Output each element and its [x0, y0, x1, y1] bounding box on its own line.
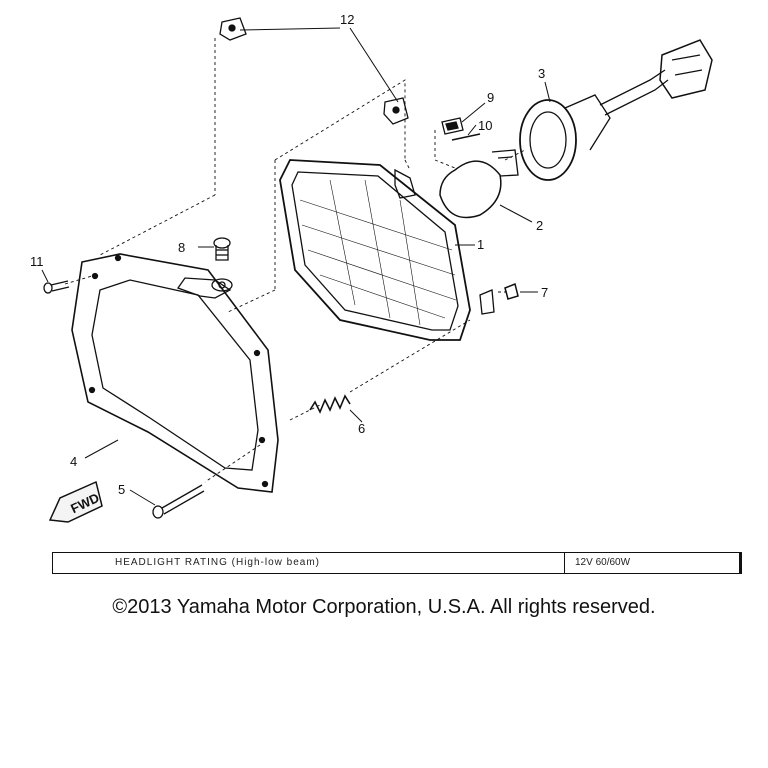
adjusting-screw	[211, 237, 233, 292]
bulb-retainer	[441, 117, 464, 135]
rating-label: HEADLIGHT RATING (High-low beam)	[53, 553, 565, 573]
socket-clip	[504, 282, 519, 300]
headlight-rating-table: HEADLIGHT RATING (High-low beam) 12V 60/…	[52, 552, 742, 574]
callout-4: 4	[70, 454, 77, 469]
frame-screw	[43, 280, 70, 294]
callout-8: 8	[178, 240, 185, 255]
fwd-arrow	[48, 480, 103, 523]
sealed-beam-unit	[279, 159, 495, 341]
headlight-exploded-diagram: 12 3 9 10 2 1 8 11 7 6 4 5 FWD	[30, 12, 713, 523]
rating-value: 12V 60/60W	[575, 557, 631, 568]
callout-7: 7	[541, 285, 548, 300]
long-screw	[152, 484, 205, 519]
spring-wire	[451, 133, 481, 141]
callout-9: 9	[487, 90, 494, 105]
callout-12: 12	[340, 12, 354, 27]
callout-3: 3	[538, 66, 545, 81]
clip-nut	[219, 17, 409, 125]
callout-5: 5	[118, 482, 125, 497]
headlight-frame	[71, 253, 279, 493]
headlight-bulb	[439, 149, 519, 219]
bulb-socket-cord	[519, 39, 713, 181]
leader-lines	[41, 27, 551, 506]
assembly-guide-lines	[64, 38, 526, 483]
lens-pattern	[299, 179, 457, 326]
adjusting-spring	[309, 394, 351, 414]
callout-2: 2	[536, 218, 543, 233]
callout-11: 11	[30, 254, 44, 269]
callout-6: 6	[358, 421, 365, 436]
callout-10: 10	[478, 118, 492, 133]
callout-1: 1	[477, 237, 484, 252]
copyright-notice: ©2013 Yamaha Motor Corporation, U.S.A. A…	[112, 596, 656, 618]
